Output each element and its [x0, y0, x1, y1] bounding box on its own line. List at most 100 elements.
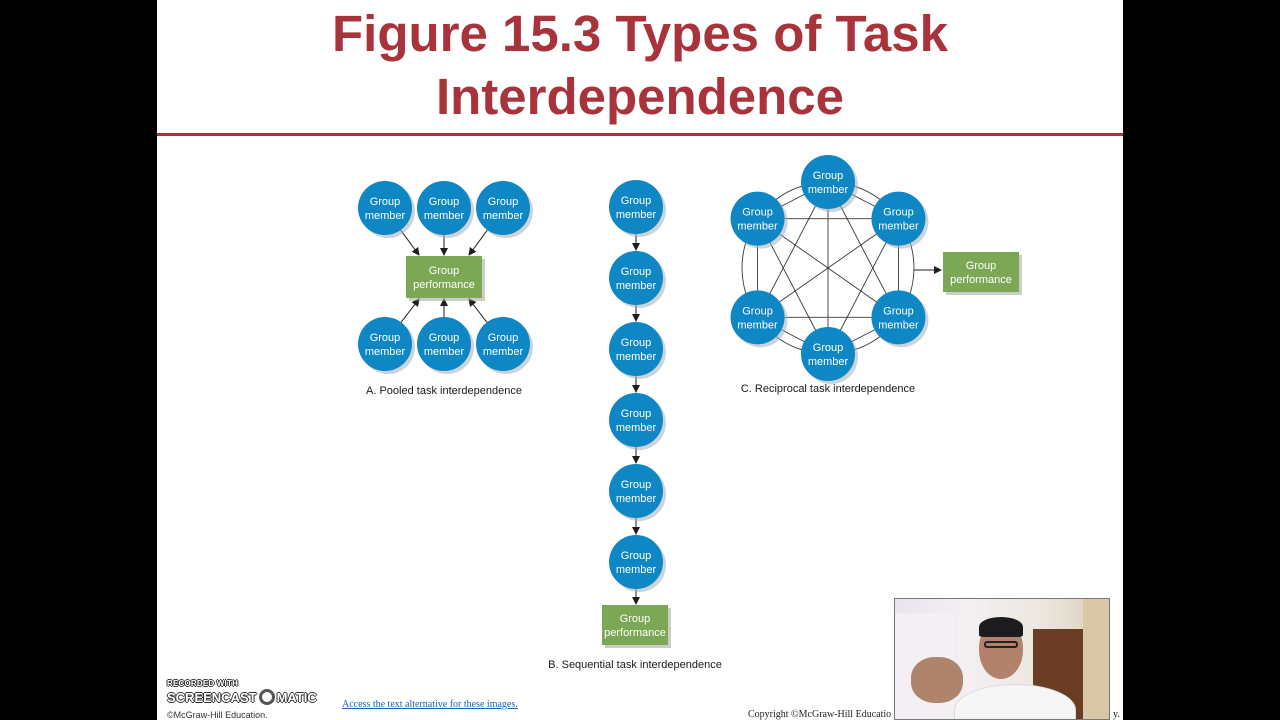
slide-title-line-1: Figure 15.3 Types of Task	[332, 5, 948, 62]
pooled-member-bottom-1-label-line-1: Group	[370, 332, 401, 344]
pooled-member-top-1: Group member	[358, 181, 415, 238]
sequential-member-1-circle	[609, 180, 663, 234]
reciprocal-member-2-label: Group member	[878, 207, 919, 233]
reciprocal-member-4-label: Group member	[808, 342, 849, 368]
pooled-member-bottom-2-circle	[417, 317, 471, 371]
pooled-group-performance-box-label-line-1: Group	[429, 265, 460, 277]
reciprocal-member-4-label-line-1: Group	[813, 342, 844, 354]
pooled-caption: A. Pooled task interdependence	[366, 385, 522, 397]
pooled-member-top-1-label: Group member	[365, 196, 406, 222]
watermark-brand-right: MATIC	[276, 690, 317, 705]
pooled-group-performance-box-label: Group performance	[413, 265, 475, 291]
pooled-member-bottom-3-label-line-2: member	[483, 346, 524, 358]
pooled-member-top-3-label-line-2: member	[483, 210, 524, 222]
pooled-member-bottom-3-label-line-1: Group	[488, 332, 519, 344]
pooled-member-top-3-label-line-1: Group	[488, 196, 519, 208]
pooled-member-top-2-label-line-1: Group	[429, 196, 460, 208]
reciprocal-member-1-label-line-1: Group	[813, 170, 844, 182]
sequential-member-6-label-line-2: member	[616, 564, 657, 576]
sequential-member-4-label-line-2: member	[616, 422, 657, 434]
sequential-member-2-label: Group member	[616, 266, 657, 292]
reciprocal-member-1-label-line-2: member	[808, 184, 849, 196]
copyright-notice-tail: y.	[1113, 709, 1120, 720]
sequential-member-4-label-line-1: Group	[621, 408, 652, 420]
reciprocal-member-1-label: Group member	[808, 170, 849, 196]
text-alternative-link[interactable]: Access the text alternative for these im…	[342, 699, 518, 710]
sequential-member-5-circle	[609, 464, 663, 518]
sequential-member-5-label: Group member	[616, 479, 657, 505]
sequential-caption: B. Sequential task interdependence	[548, 659, 722, 671]
sequential-member-4-circle	[609, 393, 663, 447]
webcam-overlay	[894, 598, 1110, 720]
sequential-member-2-label-line-1: Group	[621, 266, 652, 278]
pooled-member-bottom-3: Group member	[476, 317, 533, 374]
pooled-member-bottom-3-circle	[476, 317, 530, 371]
reciprocal-group-performance-box-rect	[943, 252, 1019, 292]
reciprocal-member-4-label-line-2: member	[808, 356, 849, 368]
reciprocal-member-2: Group member	[871, 191, 929, 249]
watermark-brand-left: SCREENCAST	[167, 690, 257, 705]
sequential-member-6-label: Group member	[616, 550, 657, 576]
sequential-member-6-circle	[609, 535, 663, 589]
reciprocal-member-3-label-line-1: Group	[883, 305, 914, 317]
pooled-arrow-bottom-1	[400, 298, 420, 323]
sequential-member-3-label-line-1: Group	[621, 337, 652, 349]
sequential-member-3-label-line-2: member	[616, 351, 657, 363]
sequential-group-performance-box-rect	[602, 605, 668, 645]
title-rule	[157, 133, 1123, 136]
publisher-mark: ©McGraw-Hill Education.	[167, 710, 268, 720]
reciprocal-member-2-label-line-2: member	[878, 221, 919, 233]
screencast-logo-icon	[258, 689, 275, 705]
reciprocal-group-performance-box-label-line-2: performance	[950, 274, 1012, 286]
sequential-member-2: Group member	[609, 251, 666, 308]
sequential-member-5-label-line-1: Group	[621, 479, 652, 491]
reciprocal-member-3-circle	[871, 290, 926, 345]
pooled-member-top-1-label-line-1: Group	[370, 196, 401, 208]
reciprocal-member-1: Group member	[801, 155, 858, 212]
pooled-group-performance-box: Group performance	[406, 256, 485, 301]
pooled-member-top-3-circle	[476, 181, 530, 235]
watermark-brand: SCREENCAST MATIC	[167, 689, 317, 705]
sequential-member-5-label-line-2: member	[616, 493, 657, 505]
reciprocal-member-2-label-line-1: Group	[883, 207, 914, 219]
sequential-member-6-label-line-1: Group	[621, 550, 652, 562]
reciprocal-caption: C. Reciprocal task interdependence	[741, 383, 915, 395]
reciprocal-member-6-circle	[730, 191, 785, 246]
sequential-member-3: Group member	[609, 322, 666, 379]
reciprocal-member-5-circle	[730, 290, 785, 345]
sequential-group-performance-box-label-line-1: Group	[620, 613, 651, 625]
pooled-arrow-bottom-3	[468, 298, 488, 323]
webcam-background-wall	[1083, 599, 1109, 719]
sequential-member-2-label-line-2: member	[616, 280, 657, 292]
watermark-recorded-with: RECORDED WITH	[167, 679, 239, 688]
screencast-watermark: RECORDED WITH SCREENCAST MATIC	[167, 679, 317, 713]
pooled-member-top-1-label-line-2: member	[365, 210, 406, 222]
pooled-member-top-3: Group member	[476, 181, 533, 238]
pooled-group-performance-box-label-line-2: performance	[413, 279, 475, 291]
sequential-member-6: Group member	[609, 535, 666, 592]
sequential-member-4: Group member	[609, 393, 666, 450]
sequential-member-3-circle	[609, 322, 663, 376]
sequential-member-5: Group member	[609, 464, 666, 521]
slide: Figure 15.3 Types of Task Interdependenc…	[157, 0, 1123, 720]
pooled-member-bottom-1-label-line-2: member	[365, 346, 406, 358]
webcam-presenter-glasses	[984, 641, 1018, 648]
sequential-member-4-label: Group member	[616, 408, 657, 434]
webcam-presenter-hair	[979, 617, 1023, 637]
